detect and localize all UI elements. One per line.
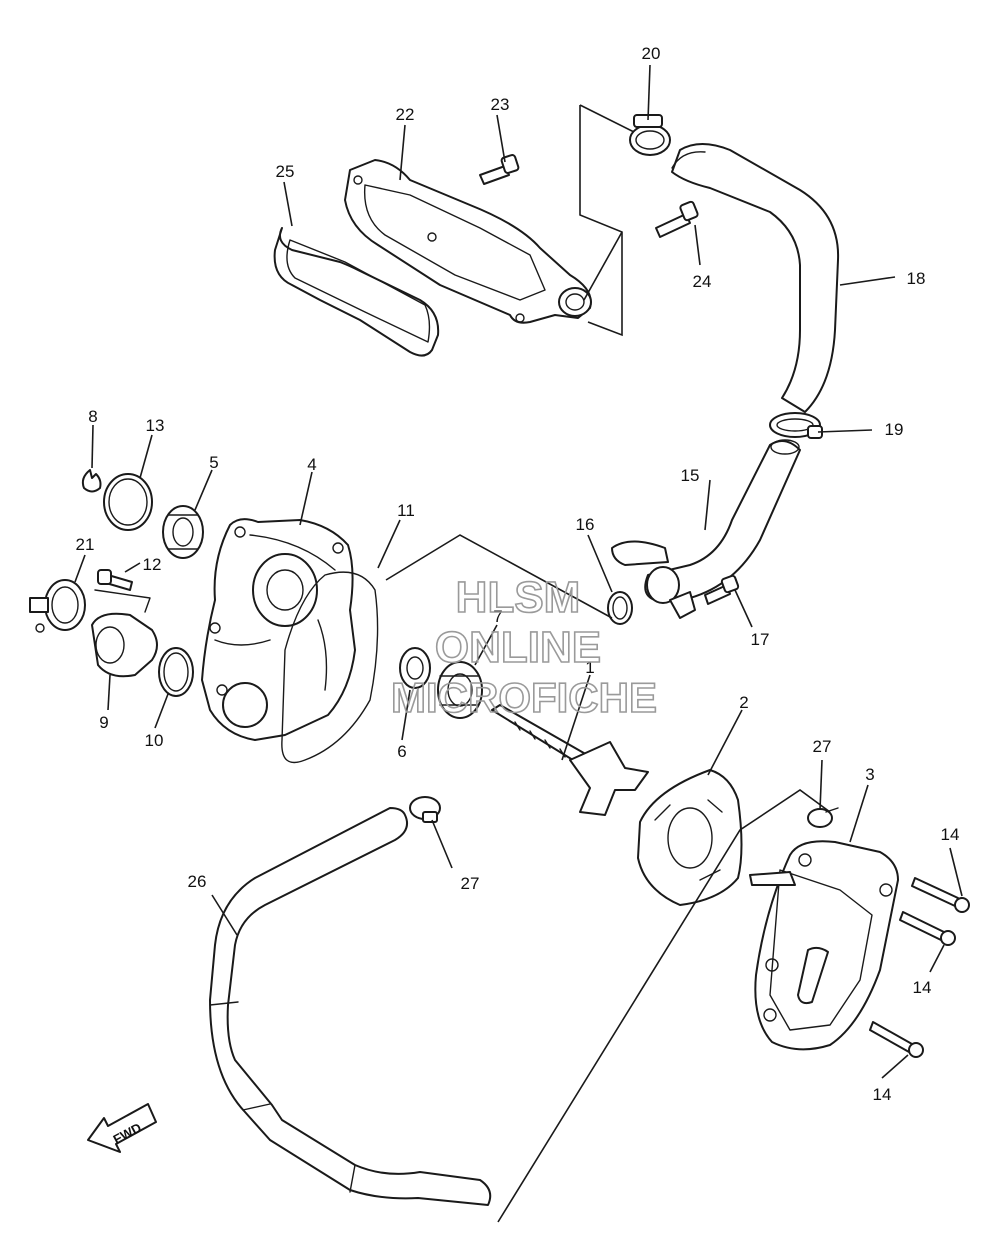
watermark-line-3: MICROFICHE xyxy=(391,674,657,721)
coolant-pipe-15 xyxy=(611,439,801,619)
mechanical-seal-7 xyxy=(437,661,483,719)
callout-27a: 27 xyxy=(813,737,832,756)
bolt-23 xyxy=(479,154,520,185)
o-ring-10 xyxy=(158,647,194,697)
fwd-arrow: FWD xyxy=(87,1103,157,1153)
callout-9: 9 xyxy=(99,713,108,732)
radiator-hose-18 xyxy=(671,143,840,413)
hose-clamp-19 xyxy=(769,412,823,439)
oil-seal-6 xyxy=(399,647,431,689)
o-ring-16 xyxy=(607,591,633,625)
bolt-17 xyxy=(704,574,740,605)
callout-1: 1 xyxy=(585,658,594,677)
impeller-shaft-1 xyxy=(491,704,649,816)
o-ring-13 xyxy=(103,473,153,531)
callout-8: 8 xyxy=(88,407,97,426)
callout-14b: 14 xyxy=(913,978,932,997)
watermark-line-2: ONLINE xyxy=(435,623,601,672)
bolt-12 xyxy=(94,569,151,613)
callout-5: 5 xyxy=(209,453,218,472)
watermark-line-1: HLSM xyxy=(456,573,581,622)
callout-16: 16 xyxy=(576,515,595,534)
callout-6: 6 xyxy=(397,742,406,761)
bolts-14 xyxy=(869,877,970,1058)
callout-14c: 14 xyxy=(873,1085,892,1104)
watermark: HLSM ONLINE MICROFICHE xyxy=(390,572,658,722)
callout-labels: 1 2 3 4 5 6 7 8 9 10 11 12 13 14 14 14 1… xyxy=(76,44,960,1104)
callout-13: 13 xyxy=(146,416,165,435)
callout-14a: 14 xyxy=(941,825,960,844)
callout-18: 18 xyxy=(907,269,926,288)
callout-27b: 27 xyxy=(461,874,480,893)
gasket-25 xyxy=(273,227,440,357)
callout-2: 2 xyxy=(739,693,748,712)
pump-housing-4 xyxy=(201,518,356,741)
bypass-hose-26 xyxy=(209,807,492,1206)
callout-4: 4 xyxy=(307,455,316,474)
callout-15: 15 xyxy=(681,466,700,485)
callout-23: 23 xyxy=(491,95,510,114)
callout-20: 20 xyxy=(642,44,661,63)
bearing-5 xyxy=(162,505,204,559)
callout-12: 12 xyxy=(143,555,162,574)
hose-clip-27-right xyxy=(807,807,839,828)
callout-22: 22 xyxy=(396,105,415,124)
callout-19: 19 xyxy=(885,420,904,439)
outlet-fitting-9 xyxy=(91,612,158,678)
hose-clip-27-left xyxy=(409,796,441,823)
circlip-8 xyxy=(81,469,102,493)
callout-10: 10 xyxy=(145,731,164,750)
pump-cover-3 xyxy=(749,840,899,1051)
callout-11: 11 xyxy=(397,501,415,520)
clamp-21 xyxy=(29,579,86,633)
callout-17: 17 xyxy=(751,630,770,649)
leader-lines xyxy=(74,64,963,1223)
callout-7: 7 xyxy=(493,607,502,626)
callout-24: 24 xyxy=(693,272,712,291)
bolt-24 xyxy=(655,200,699,238)
o-ring-11 xyxy=(281,571,379,764)
impeller-cover-2 xyxy=(637,769,743,906)
callout-3: 3 xyxy=(865,765,874,784)
hose-clamp-20 xyxy=(629,114,671,156)
callout-25: 25 xyxy=(276,162,295,181)
callout-21: 21 xyxy=(76,535,95,554)
callout-26: 26 xyxy=(188,872,207,891)
